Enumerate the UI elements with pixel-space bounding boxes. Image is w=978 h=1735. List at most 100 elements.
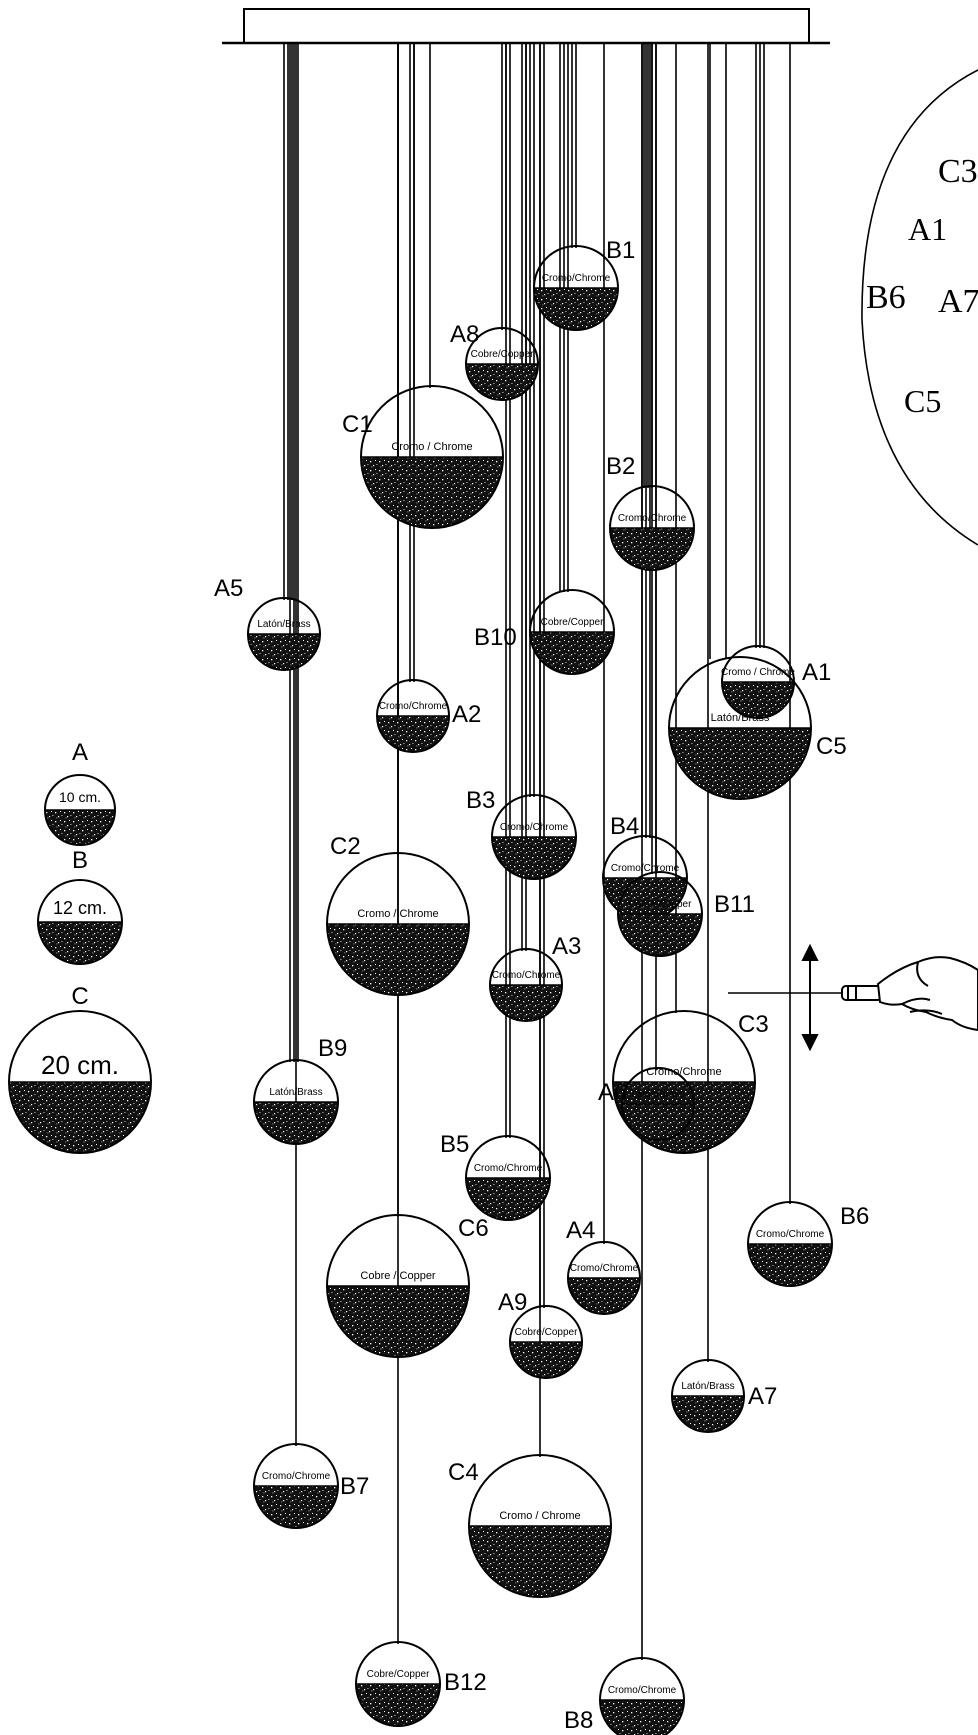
pendant-id-label: C5 [816, 733, 847, 760]
finish-label: Cromo/Chrome [500, 822, 569, 833]
plan-circle-outline [861, 69, 978, 546]
pendant-id-label: A7 [748, 1383, 777, 1410]
finish-label: Cromo/Chrome [474, 1163, 543, 1174]
finish-label: Latón/Brass [681, 1381, 734, 1392]
finish-label: Cromo/Chrome [379, 701, 448, 712]
pendant-a1: Cromo / Chrome A1 [721, 645, 831, 719]
sphere-lower-half [466, 1178, 550, 1220]
finish-label: Cromo/Chrome [542, 273, 611, 284]
pendant-b6: Cromo/Chrome B6 [747, 1201, 869, 1287]
pendant-id-label: A9 [498, 1289, 527, 1316]
plan-label-c3: C3 [938, 153, 978, 190]
pendant-id-label: C2 [330, 833, 361, 860]
pendant-id-label: B8 [564, 1707, 593, 1734]
pendant-b5: Cromo/Chrome B5 [440, 1131, 551, 1221]
legend-size-a: A10 cm. [44, 739, 116, 846]
finish-label: Cobre/Copper [515, 1327, 578, 1338]
pendant-id-label: C1 [342, 411, 373, 438]
sphere-lower-half [622, 1104, 694, 1140]
pendant-b12: Cobre/Copper B12 [355, 1641, 487, 1727]
finish-label: Cromo / Chrome [721, 667, 795, 678]
pendant-id-label: B9 [318, 1035, 347, 1062]
finish-label: Latón/Brass [269, 1087, 322, 1098]
sphere-lower-half [603, 878, 687, 920]
legend-sphere-lower-half [38, 922, 122, 964]
sphere-lower-half [469, 1526, 611, 1597]
sphere-lower-half [600, 1700, 684, 1735]
finish-label: Cobre/Copper [471, 349, 534, 360]
top-view-plan: C3 A1 B6 A7 C5 [861, 69, 978, 546]
sphere-lower-half [466, 364, 538, 400]
sphere-lower-half [327, 1286, 469, 1357]
pendant-a9: Cobre/Copper A9 [498, 1289, 583, 1379]
finish-label: Cromo/Chrome [608, 1685, 677, 1696]
finish-label: Cromo/Chrome [618, 513, 687, 524]
finish-label: Cobre / Copper [360, 1270, 436, 1282]
pendant-id-label: A1 [802, 659, 831, 686]
legend-size-label: 10 cm. [59, 789, 101, 805]
finish-label: Latón/Brass [631, 1089, 684, 1100]
pendant-id-label: B1 [606, 237, 635, 264]
plan-label-c5: C5 [904, 383, 941, 419]
finish-label: Cobre/Copper [367, 1669, 430, 1680]
size-legend: A10 cm.B12 cm.C20 cm. [8, 739, 152, 1154]
pendant-b9: Latón/Brass B9 [253, 1035, 347, 1145]
pendant-c4: Cromo / Chrome C4 [448, 1454, 612, 1598]
pendant-id-label: C3 [738, 1011, 769, 1038]
ceiling-canopy [222, 8, 830, 45]
sphere-lower-half [377, 716, 449, 752]
pendant-id-label: A6 [598, 1079, 627, 1106]
finish-label: Cobre/Copper [541, 617, 604, 628]
plan-label-a1: A1 [908, 211, 947, 247]
pendant-b1: Cromo/Chrome B1 [533, 237, 635, 331]
sphere-lower-half [254, 1102, 338, 1144]
pendant-id-label: B2 [606, 453, 635, 480]
legend-size-label: 12 cm. [53, 898, 107, 918]
sphere-lower-half [248, 634, 320, 670]
pendant-c6: Cobre / Copper C6 [326, 1214, 489, 1358]
finish-label: Latón/Brass [257, 619, 310, 630]
hand-screwdriver-icon [841, 956, 978, 1032]
pendant-id-label: C6 [458, 1215, 489, 1242]
plan-label-b6: B6 [866, 279, 906, 316]
height-adjust-indicator [728, 943, 848, 1052]
sphere-lower-half [672, 1396, 744, 1432]
sphere-lower-half [610, 528, 694, 570]
pendant-b2: Cromo/Chrome B2 [606, 453, 695, 571]
sphere-lower-half [722, 682, 794, 718]
pendant-a3: Cromo/Chrome A3 [489, 933, 581, 1022]
legend-sphere-lower-half [45, 810, 115, 845]
pendant-id-label: B6 [840, 1203, 869, 1230]
finish-label: Cromo / Chrome [499, 1510, 580, 1522]
legend-sphere-lower-half [9, 1082, 151, 1153]
finish-label: Cromo/Chrome [756, 1229, 825, 1240]
pendant-a7: Latón/Brass A7 [671, 1359, 777, 1433]
pendant-id-label: B3 [466, 787, 495, 814]
legend-size-b: B12 cm. [37, 847, 123, 965]
finish-label: Cromo/Chrome [611, 863, 680, 874]
finish-label: Cromo/Chrome [492, 970, 561, 981]
sphere-lower-half [361, 457, 503, 528]
pendant-id-label: B7 [340, 1473, 369, 1500]
pendant-id-label: B12 [444, 1669, 487, 1696]
pendant-id-label: A3 [552, 933, 581, 960]
sphere-lower-half [618, 914, 702, 956]
finish-label: Cromo / Chrome [391, 441, 472, 453]
pendant-id-label: C4 [448, 1459, 479, 1486]
pendant-id-label: A8 [450, 321, 479, 348]
sphere-lower-half [510, 1342, 582, 1378]
pendant-id-label: B5 [440, 1131, 469, 1158]
sphere-lower-half [568, 1278, 640, 1314]
